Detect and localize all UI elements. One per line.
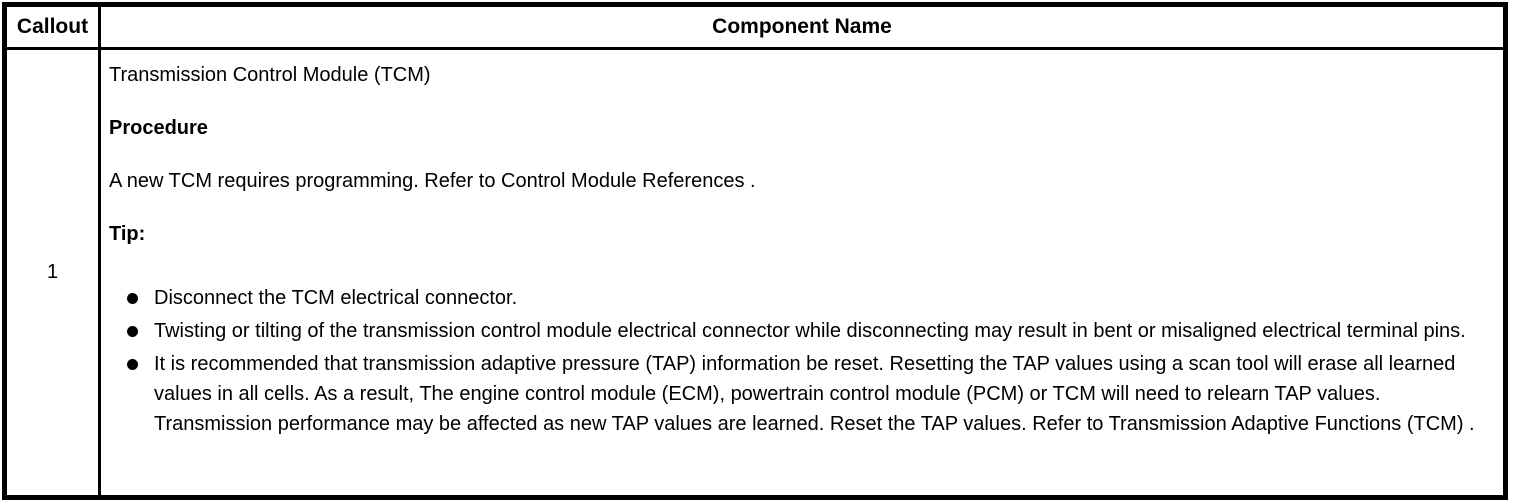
component-name-column-header: Component Name <box>712 15 892 38</box>
bullet-icon <box>127 326 138 337</box>
table-header-row: Callout Component Name <box>7 7 1503 50</box>
tip-text: Twisting or tilting of the transmission … <box>154 320 1466 342</box>
list-item: It is recommended that transmission adap… <box>109 349 1493 439</box>
component-table: Callout Component Name 1 Transmission Co… <box>2 2 1508 500</box>
component-title: Transmission Control Module (TCM) <box>109 64 431 86</box>
tip-text: Disconnect the TCM electrical connector. <box>154 287 518 309</box>
callout-number: 1 <box>7 50 101 495</box>
tip-heading: Tip: <box>109 223 146 245</box>
list-item: Disconnect the TCM electrical connector. <box>109 283 1493 313</box>
tip-list: Disconnect the TCM electrical connector.… <box>109 283 1493 439</box>
list-item: Twisting or tilting of the transmission … <box>109 316 1493 346</box>
callout-column-header: Callout <box>7 7 101 47</box>
bullet-icon <box>127 293 138 304</box>
procedure-text: A new TCM requires programming. Refer to… <box>109 170 756 192</box>
bullet-icon <box>127 359 138 370</box>
procedure-heading: Procedure <box>109 117 208 139</box>
tip-text: It is recommended that transmission adap… <box>154 353 1475 435</box>
component-description-cell: Transmission Control Module (TCM) Proced… <box>101 50 1503 495</box>
table-row: 1 Transmission Control Module (TCM) Proc… <box>7 50 1503 495</box>
